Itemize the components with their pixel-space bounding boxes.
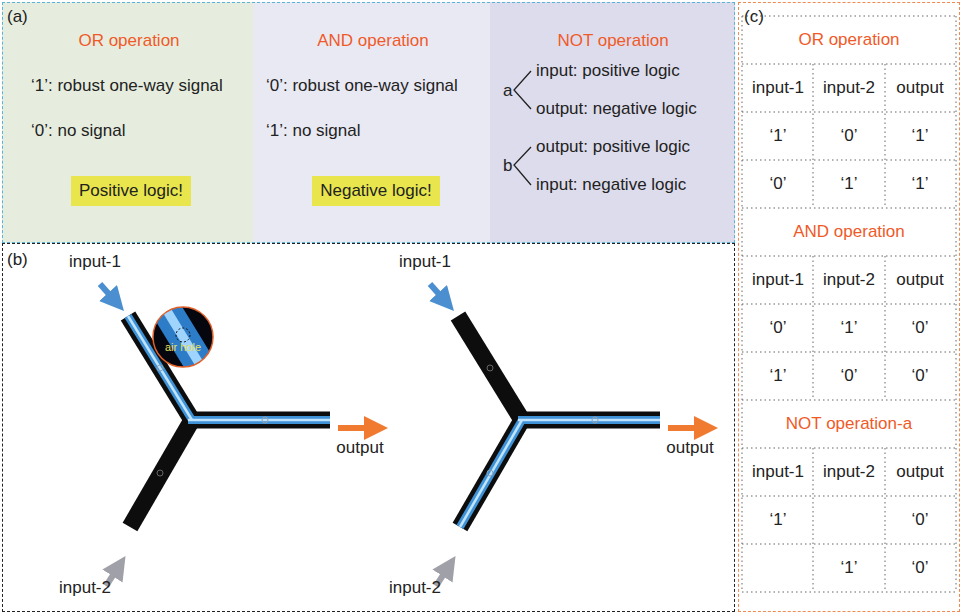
node-text: input: negative logic: [536, 175, 686, 195]
figure-label: output: [336, 438, 383, 458]
table-cell: input-1: [752, 78, 804, 98]
table-grid: [742, 16, 956, 592]
not-column: NOT operation a input: positive logic outpu…: [491, 3, 736, 244]
table-cell: output: [896, 78, 943, 98]
signal-arrows: [100, 284, 706, 586]
table-cell: ‘1’: [911, 126, 928, 146]
table-cell: ‘1’: [911, 174, 928, 194]
waveguide-right: [458, 316, 660, 527]
panel-b: (b): [2, 243, 735, 612]
node-text: Negative logic!: [320, 181, 432, 201]
table-cell: output: [896, 270, 943, 290]
table-cell: ‘0’: [911, 366, 928, 386]
node-text: b: [503, 156, 512, 176]
figure-label: input-1: [69, 252, 121, 272]
table-cell: input-1: [752, 462, 804, 482]
node-text: (a): [7, 7, 28, 27]
node-text: (c): [744, 7, 764, 27]
node-text: OR operation: [78, 31, 179, 51]
table-cell: input-2: [823, 462, 875, 482]
table-cell: ‘0’: [769, 318, 786, 338]
and-column: AND operation ‘0’: robust one-way signal ‘…: [254, 3, 491, 244]
node-text: ‘0’: robust one-way signal: [266, 76, 458, 96]
table-cell: ‘0’: [911, 318, 928, 338]
panel-a: (a) OR operation ‘1’: robust one-way signa…: [2, 2, 735, 243]
table-cell: ‘0’: [840, 126, 857, 146]
figure-label: air hole: [165, 341, 201, 354]
node-text: a: [503, 81, 512, 101]
node-text: Positive logic!: [79, 181, 183, 201]
table-cell: ‘1’: [769, 126, 786, 146]
figure-label: input-1: [399, 252, 451, 272]
negative-logic-box: Negative logic!: [312, 176, 440, 206]
node-text: output: negative logic: [536, 99, 697, 119]
table-cell: ‘0’: [840, 366, 857, 386]
not-background: [490, 2, 735, 243]
node-text: ‘0’: no signal: [31, 121, 126, 141]
figure-label: output: [666, 438, 713, 458]
or-column: OR operation ‘1’: robust one-way signal ‘0…: [3, 3, 254, 244]
table-cell: ‘0’: [911, 558, 928, 578]
node-text: NOT operation: [557, 31, 668, 51]
inset-magnifier: [150, 283, 216, 391]
table-cell: input-2: [823, 270, 875, 290]
node-text: output: positive logic: [536, 137, 690, 157]
table-cell: ‘0’: [911, 510, 928, 530]
table-cell: ‘1’: [840, 174, 857, 194]
table-cell: input-2: [823, 78, 875, 98]
table-cell: NOT operation-a: [786, 414, 912, 434]
table-cell: ‘0’: [769, 174, 786, 194]
table-cell: input-1: [752, 270, 804, 290]
node-text: input: positive logic: [536, 61, 680, 81]
table-cell: output: [896, 462, 943, 482]
table-cell: ‘1’: [769, 366, 786, 386]
node-text: AND operation: [317, 31, 429, 51]
positive-logic-box: Positive logic!: [71, 176, 191, 206]
figure-label: input-2: [389, 578, 441, 598]
node-text: ‘1’: robust one-way signal: [31, 76, 223, 96]
table-cell: ‘1’: [840, 318, 857, 338]
figure-label: input-2: [59, 578, 111, 598]
table-cell: ‘1’: [769, 510, 786, 530]
table-cell: AND operation: [793, 222, 905, 242]
brackets: [514, 71, 531, 185]
node-text: (b): [7, 250, 28, 270]
or-background: [2, 2, 253, 243]
node-text: ‘1’: no signal: [266, 121, 361, 141]
and-background: [253, 2, 490, 243]
table-cell: OR operation: [798, 30, 899, 50]
table-cell: ‘1’: [840, 558, 857, 578]
